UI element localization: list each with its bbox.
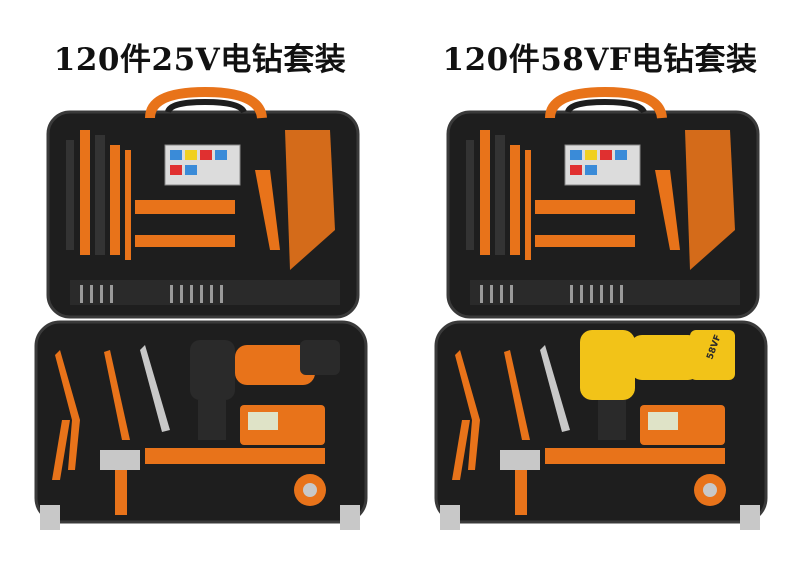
drill <box>190 340 340 440</box>
product-panel-right: 120件58VF电钻套装 <box>400 0 800 564</box>
toolkit-case <box>34 86 368 530</box>
toolkit-case: 58VF <box>434 86 768 530</box>
toolkit-image: 58VF <box>434 86 768 530</box>
product-title: 120件58VF电钻套装 <box>442 42 758 78</box>
toolkit-image <box>34 86 368 530</box>
drill: 58VF <box>580 330 735 440</box>
product-panel-left: 120件25V电钻套装 <box>34 42 368 530</box>
product-title: 120件25V电钻套装 <box>53 42 347 78</box>
